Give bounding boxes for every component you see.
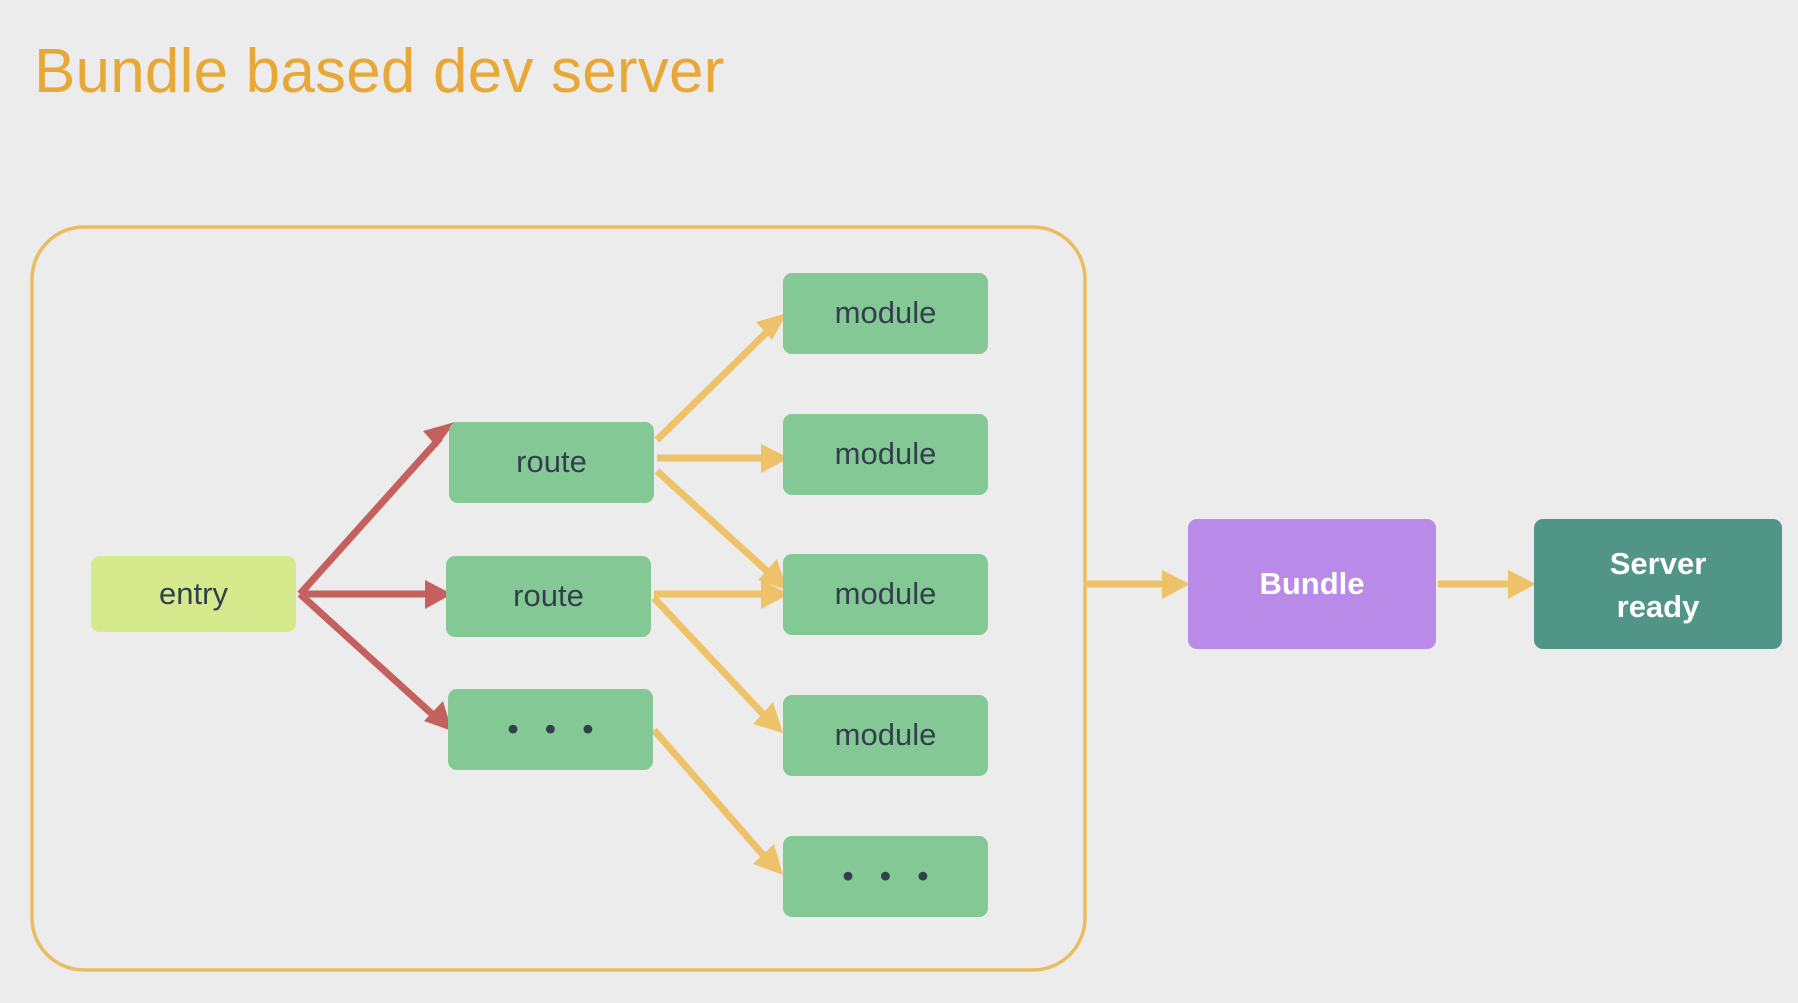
node-server-ready-label-line1: Server xyxy=(1610,546,1707,581)
node-module-1-label: module xyxy=(835,295,937,330)
node-route-2[interactable]: route xyxy=(446,556,651,637)
edge-entry-to-route2 xyxy=(300,580,452,609)
node-server-ready[interactable]: Server ready xyxy=(1534,519,1782,649)
edge-entry-to-route3 xyxy=(297,591,452,731)
node-module-4-label: module xyxy=(835,717,937,752)
edge-route2-to-module4 xyxy=(651,595,783,733)
edge-route2-to-module3 xyxy=(654,580,789,609)
node-module-3[interactable]: module xyxy=(783,554,988,635)
edge-route3-to-module5 xyxy=(651,727,783,875)
page-title: Bundle based dev server xyxy=(34,37,725,106)
node-server-ready-label-line2: ready xyxy=(1617,589,1700,624)
node-route-ellipsis-label: • • • xyxy=(508,711,603,746)
node-route-1[interactable]: route xyxy=(449,422,654,503)
node-module-4[interactable]: module xyxy=(783,695,988,776)
node-module-ellipsis-label: • • • xyxy=(843,858,938,893)
node-route-2-label: route xyxy=(513,578,584,613)
node-module-1[interactable]: module xyxy=(783,273,988,354)
edge-entry-to-route1 xyxy=(297,422,455,597)
node-bundle[interactable]: Bundle xyxy=(1188,519,1436,649)
node-route-1-label: route xyxy=(516,444,587,479)
node-module-2-label: module xyxy=(835,436,937,471)
node-entry[interactable]: entry xyxy=(91,556,296,632)
node-module-2[interactable]: module xyxy=(783,414,988,495)
node-module-ellipsis[interactable]: • • • xyxy=(783,836,988,917)
dev-server-group-border xyxy=(30,225,1087,972)
edge-bundle-to-server xyxy=(1438,570,1536,599)
node-bundle-label: Bundle xyxy=(1259,566,1364,601)
node-route-ellipsis[interactable]: • • • xyxy=(448,689,653,770)
edge-route1-to-module1 xyxy=(654,313,787,443)
edge-route1-to-module3 xyxy=(654,468,787,590)
edge-layer xyxy=(297,313,1536,875)
edge-group-to-bundle xyxy=(1087,570,1190,599)
node-module-3-label: module xyxy=(835,576,937,611)
edge-route1-to-module2 xyxy=(657,444,789,473)
node-entry-label: entry xyxy=(159,576,228,611)
